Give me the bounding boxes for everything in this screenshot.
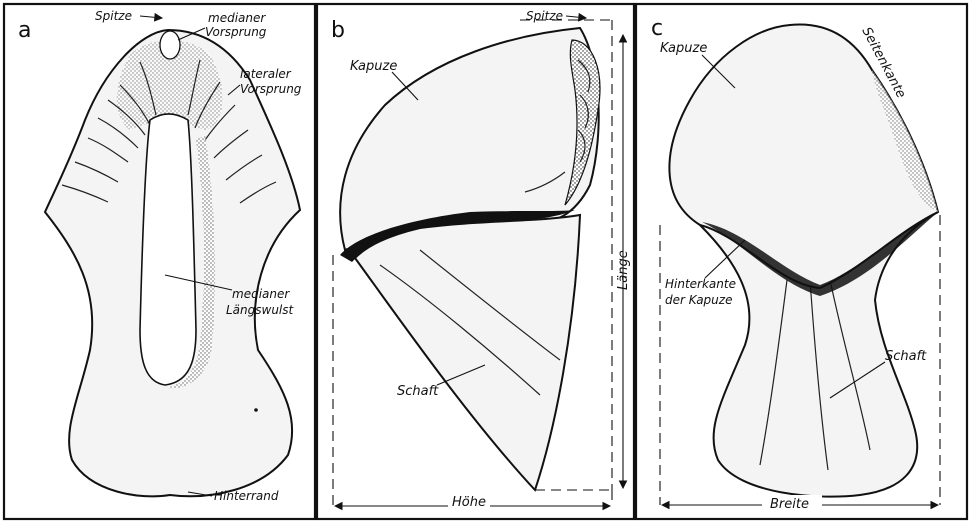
panel-c-label-hinterkante-1: Hinterkante bbox=[665, 277, 736, 291]
panel-a: a Spitze medianer Vorspr bbox=[4, 4, 315, 519]
panel-c-label-breite: Breite bbox=[770, 497, 809, 512]
panel-a-label-medianer-vorsprung-1: medianer bbox=[208, 11, 266, 25]
panel-b-label-schaft: Schaft bbox=[397, 384, 439, 399]
panel-a-label-spitze: Spitze bbox=[95, 9, 132, 23]
panel-b-shaft bbox=[355, 215, 580, 490]
panel-b-label-laenge: Länge bbox=[616, 250, 631, 290]
panel-b-label-kapuze: Kapuze bbox=[350, 59, 397, 74]
panel-c: c Kapuze Seitenkante Hinterkante der Kap… bbox=[636, 4, 967, 519]
panel-c-letter: c bbox=[651, 16, 663, 41]
panel-a-label-medianer-vorsprung-2: Vorsprung bbox=[205, 25, 267, 39]
panel-b: b Spitze Kapuze Schaft Länge Höhe bbox=[317, 4, 634, 519]
panel-a-leader-spitze bbox=[140, 16, 162, 18]
panel-a-label-medianer-laengswulst-1: medianer bbox=[232, 287, 290, 301]
panel-b-label-spitze: Spitze bbox=[526, 9, 563, 23]
panel-a-label-lateraler-vorsprung-1: lateraler bbox=[240, 67, 292, 81]
panel-c-hood bbox=[669, 25, 938, 288]
panel-c-label-schaft: Schaft bbox=[885, 349, 927, 364]
panel-a-median-protrusion bbox=[160, 31, 180, 59]
panel-b-leader-spitze bbox=[566, 16, 586, 18]
panel-a-median-ridge bbox=[140, 114, 196, 385]
panel-c-label-hinterkante-2: der Kapuze bbox=[665, 293, 732, 307]
panel-a-dot bbox=[254, 408, 258, 412]
panel-a-label-lateraler-vorsprung-2: Vorsprung bbox=[240, 82, 302, 96]
panel-a-label-hinterrand: Hinterrand bbox=[214, 489, 279, 503]
panel-a-label-medianer-laengswulst-2: Längswulst bbox=[226, 303, 295, 317]
panel-b-letter: b bbox=[331, 18, 345, 43]
panel-a-letter: a bbox=[18, 18, 31, 43]
panel-c-label-kapuze: Kapuze bbox=[660, 41, 707, 56]
panel-b-label-hoehe: Höhe bbox=[452, 495, 486, 510]
